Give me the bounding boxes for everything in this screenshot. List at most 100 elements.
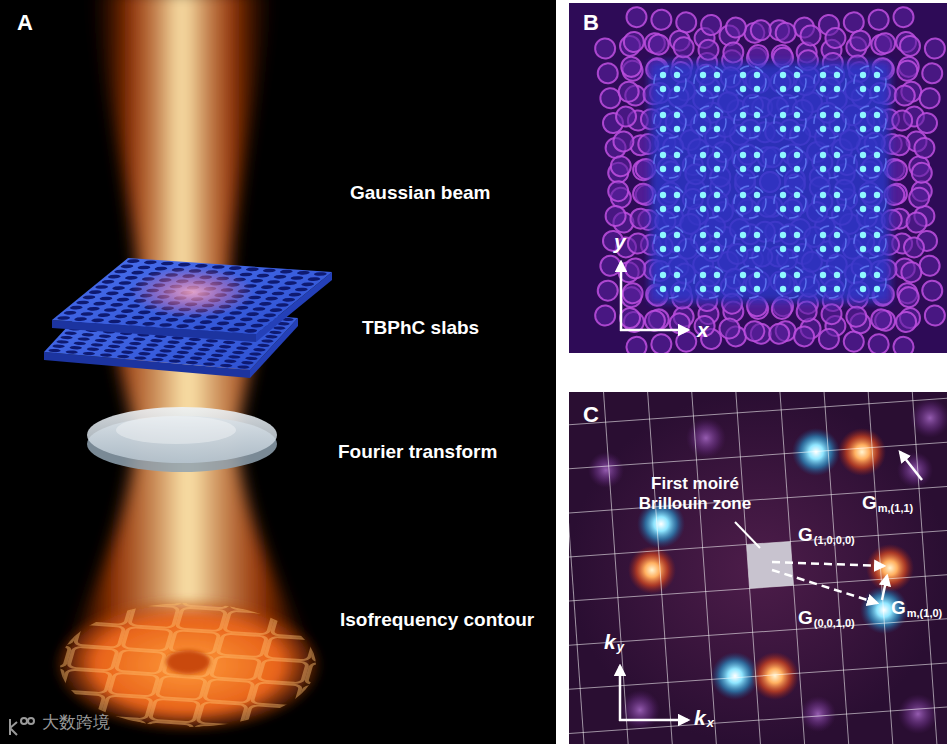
panel-b-moire-pattern xyxy=(734,106,766,138)
panel-b-moire-pattern xyxy=(860,112,866,118)
photonic-crystal-slab xyxy=(119,309,135,313)
panel-b-moire-pattern xyxy=(814,106,846,138)
panel-b-moire-pattern xyxy=(820,246,826,252)
photonic-crystal-slab xyxy=(103,349,118,353)
panel-b-moire-pattern xyxy=(916,112,938,134)
panel-b-moire-pattern xyxy=(899,35,921,57)
photonic-crystal-slab xyxy=(287,292,303,296)
panel-b-moire-pattern xyxy=(860,126,866,132)
photonic-crystal-slab xyxy=(244,267,260,271)
isofrequency-contour xyxy=(170,630,220,654)
photonic-crystal-slab xyxy=(113,269,129,273)
panel-b-moire-pattern xyxy=(924,38,946,60)
axis-label: k xyxy=(694,706,706,730)
panel-b-moire-pattern xyxy=(725,17,747,39)
panel-b-moire-pattern xyxy=(921,62,943,84)
panel-b-moire-pattern xyxy=(660,166,666,172)
photonic-crystal-slab xyxy=(162,345,177,349)
panel-a-illustration xyxy=(0,0,556,744)
panel-b-moire-pattern xyxy=(740,152,746,158)
isofrequency-contour xyxy=(346,526,396,550)
panel-b-moire-pattern xyxy=(814,226,846,258)
photonic-crystal-slab xyxy=(115,297,131,301)
photonic-crystal-slab xyxy=(142,260,158,264)
isofrequency-contour xyxy=(353,666,403,690)
photonic-crystal-slab xyxy=(214,349,229,353)
panel-b-moire-pattern xyxy=(674,72,680,78)
panel-b-moire-pattern xyxy=(854,226,886,258)
photonic-crystal-slab xyxy=(166,340,181,344)
photonic-crystal-slab xyxy=(255,273,271,277)
panel-letter: B xyxy=(583,10,599,35)
photonic-crystal-slab xyxy=(87,290,103,294)
axis-label: x xyxy=(697,318,709,342)
photonic-crystal-slab xyxy=(104,291,120,295)
axis-label: k xyxy=(604,630,616,654)
panel-b-moire-pattern xyxy=(697,39,719,61)
isofrequency-contour xyxy=(21,643,71,667)
panel-b-moire-pattern xyxy=(814,66,846,98)
photonic-crystal-slab xyxy=(227,266,243,270)
isofrequency-contour xyxy=(442,695,492,719)
panel-b-moire-pattern xyxy=(629,208,651,230)
panel-b-moire-pattern xyxy=(626,336,648,353)
panel-b-moire-pattern xyxy=(894,85,916,107)
panel-b-moire-pattern xyxy=(714,232,720,238)
panel-b-moire-pattern xyxy=(854,186,886,218)
photonic-crystal-slab xyxy=(94,285,110,289)
photonic-crystal-slab xyxy=(264,296,280,300)
isofrequency-contour xyxy=(0,546,2,570)
panel-b-moire-pattern xyxy=(754,272,760,278)
photonic-crystal-slab xyxy=(268,330,283,334)
panel-b-moire-pattern xyxy=(619,307,641,329)
component-label: Fourier transform xyxy=(338,441,497,463)
photonic-crystal-slab xyxy=(171,355,186,359)
diffraction-spot xyxy=(866,544,914,592)
isofrequency-contour xyxy=(6,526,56,550)
panel-b-moire-pattern xyxy=(820,286,826,292)
isofrequency-contour xyxy=(177,607,227,631)
photonic-crystal-slab xyxy=(181,319,197,323)
photonic-crystal-slab xyxy=(149,339,164,343)
photonic-crystal-slab xyxy=(82,352,97,356)
isofrequency-contour xyxy=(0,663,16,687)
panel-b-moire-pattern xyxy=(594,38,616,60)
panel-b-moire-pattern xyxy=(896,60,918,82)
isofrequency-contour xyxy=(298,523,348,547)
panel-b-moire-pattern xyxy=(874,286,880,292)
panel-b-moire-pattern xyxy=(794,246,800,252)
photonic-crystal-slab xyxy=(255,318,271,322)
isofrequency-contour xyxy=(231,588,281,612)
panel-b-moire-pattern xyxy=(654,146,686,178)
photonic-crystal-slab xyxy=(154,353,169,357)
isofrequency-contour xyxy=(455,649,505,673)
panel-letter: A xyxy=(17,10,33,35)
photonic-crystal-slab xyxy=(239,342,254,346)
panel-b-moire-pattern xyxy=(700,152,706,158)
panel-b-moire-pattern xyxy=(734,266,766,298)
isofrequency-contour xyxy=(265,637,315,661)
panel-b-moire-pattern xyxy=(898,286,920,308)
photonic-crystal-slab xyxy=(111,340,126,344)
panel-b-moire-pattern xyxy=(694,106,726,138)
isofrequency-contour xyxy=(237,565,287,589)
photonic-crystal-slab xyxy=(106,274,122,278)
panel-b-moire-pattern xyxy=(734,186,766,218)
isofrequency-contour xyxy=(81,601,131,625)
panel-b-moire-pattern xyxy=(860,166,866,172)
photonic-crystal-slab xyxy=(109,303,125,307)
panel-b-moire-pattern xyxy=(569,3,947,353)
isofrequency-contour xyxy=(292,545,342,569)
photonic-crystal-slab xyxy=(55,340,70,344)
panel-b-moire-pattern xyxy=(650,333,672,353)
panel-c-momentum-space xyxy=(569,392,947,744)
moire-grid xyxy=(817,392,854,744)
panel-b-moire-pattern xyxy=(714,126,720,132)
isofrequency-contour xyxy=(0,500,15,524)
panel-b-moire-pattern xyxy=(694,266,726,298)
panel-b-moire-pattern xyxy=(889,134,911,156)
panel-b-moire-pattern xyxy=(714,192,720,198)
photonic-crystal-slab xyxy=(201,343,216,347)
panel-b-moire-pattern xyxy=(854,106,886,138)
moire-grid xyxy=(569,611,947,651)
